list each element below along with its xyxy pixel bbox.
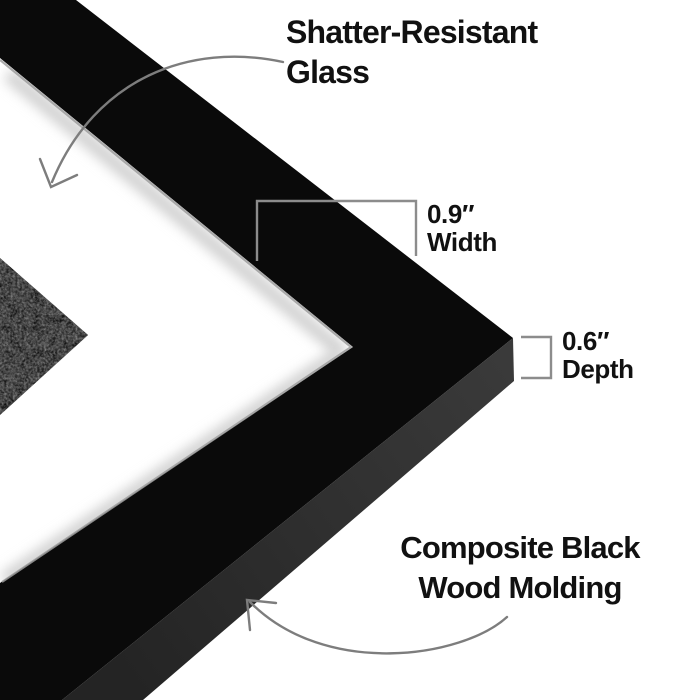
molding-label-line1: Composite Black bbox=[400, 530, 640, 565]
molding-label: Composite Black Wood Molding bbox=[368, 528, 672, 608]
glass-label-line2: Glass bbox=[286, 54, 370, 90]
depth-label: 0.6″ Depth bbox=[562, 327, 634, 383]
glass-edge-highlight bbox=[0, 59, 353, 583]
depth-caption: Depth bbox=[562, 354, 634, 384]
photo-corner bbox=[0, 258, 88, 415]
glass-label-line1: Shatter-Resistant bbox=[286, 14, 538, 50]
width-bracket bbox=[255, 199, 418, 261]
frame-molding-face bbox=[0, 0, 513, 700]
molding-arrow-icon bbox=[245, 598, 509, 655]
width-value: 0.9″ bbox=[427, 199, 474, 229]
width-caption: Width bbox=[427, 227, 497, 257]
glass-arrow-icon bbox=[38, 55, 285, 189]
depth-bracket bbox=[521, 335, 553, 380]
depth-value: 0.6″ bbox=[562, 326, 609, 356]
frame-molding-side bbox=[62, 338, 514, 700]
glass-label: Shatter-Resistant Glass bbox=[286, 12, 538, 92]
width-label: 0.9″ Width bbox=[427, 200, 497, 256]
molding-label-line2: Wood Molding bbox=[418, 570, 622, 605]
mat-shadow-top bbox=[3, 68, 347, 358]
